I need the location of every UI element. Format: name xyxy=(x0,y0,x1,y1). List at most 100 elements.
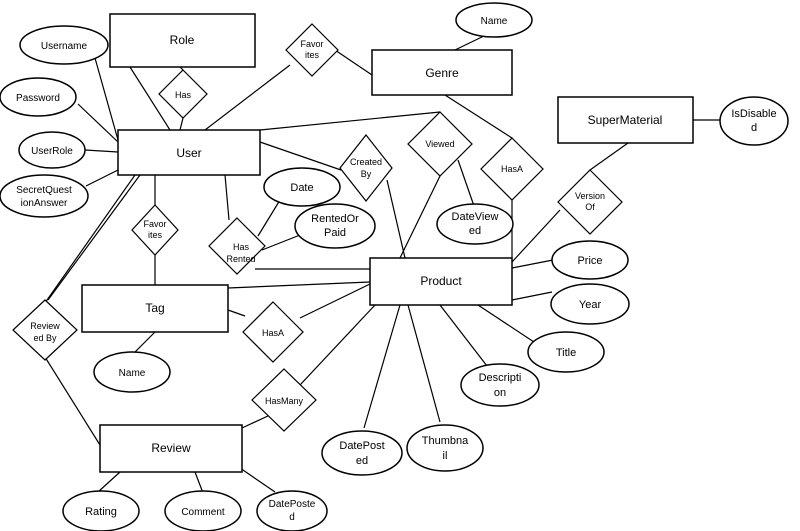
relationship-hasa-tag[interactable]: HasA xyxy=(242,301,304,363)
attribute-secretquestionanswer[interactable]: SecretQuest ionAnswer xyxy=(0,174,89,218)
line-username-user xyxy=(94,57,119,141)
attribute-name-tag[interactable]: Name xyxy=(93,351,171,393)
rel-viewed-label: Viewed xyxy=(425,139,454,149)
line-user-createdby xyxy=(259,141,342,171)
attr-rentedorpaid-line2: Paid xyxy=(324,227,346,239)
line-product-dateposted xyxy=(363,304,401,429)
attribute-price[interactable]: Price xyxy=(551,240,629,280)
relationship-favorites-genre[interactable]: Favor ites xyxy=(285,23,339,77)
line-review-rating xyxy=(97,471,121,493)
attribute-dateviewed[interactable]: DateView ed xyxy=(436,203,514,245)
entity-user[interactable]: User xyxy=(117,129,261,176)
relationship-createdby[interactable]: Created By xyxy=(339,134,393,202)
relationship-reviewedby[interactable]: Review ed By xyxy=(12,299,78,361)
attribute-thumbnail[interactable]: Thumbna il xyxy=(406,424,484,472)
attr-description-line1: Descripti xyxy=(479,372,522,384)
relationship-hasa-genre[interactable]: HasA xyxy=(480,137,544,201)
attribute-rating[interactable]: Rating xyxy=(62,490,140,531)
rel-hasrented-line1: Has xyxy=(233,242,250,252)
relationship-has[interactable]: Has xyxy=(158,69,208,119)
line-viewed-dateviewed xyxy=(457,159,475,207)
relationship-versionof[interactable]: Version Of xyxy=(557,169,623,235)
attr-year-label: Year xyxy=(579,299,602,311)
entity-role[interactable]: Role xyxy=(109,13,256,68)
relationship-favorites-tag[interactable]: Favor ites xyxy=(131,204,179,256)
attr-userrole-label: UserRole xyxy=(31,146,73,157)
line-supermaterial-versionof xyxy=(589,142,629,171)
entity-product[interactable]: Product xyxy=(369,257,513,306)
line-hasrented-rentedorpaid xyxy=(261,234,301,251)
attr-description-line2: on xyxy=(494,387,506,399)
rel-favorites-genre-line2: ites xyxy=(305,50,320,60)
attr-isdisabled-line2: d xyxy=(751,122,757,134)
rel-favorites-tag-line1: Favor xyxy=(143,219,166,229)
entity-review[interactable]: Review xyxy=(99,424,243,473)
entity-tag[interactable]: Tag xyxy=(81,284,229,333)
line-hasrented-date xyxy=(257,199,281,237)
rel-createdby-line1: Created xyxy=(350,157,382,167)
entity-supermaterial[interactable]: SuperMaterial xyxy=(557,96,694,144)
relationship-hasrented[interactable]: Has Rented xyxy=(208,217,266,275)
attribute-comment[interactable]: Comment xyxy=(164,490,242,531)
attribute-dateposted-review[interactable]: DatePoste d xyxy=(256,490,328,531)
rel-favorites-genre-line1: Favor xyxy=(300,39,323,49)
line-password-user xyxy=(77,103,119,143)
attr-secretq-line2: ionAnswer xyxy=(21,198,68,209)
line-hasmany-review xyxy=(241,414,271,429)
attr-title-label: Title xyxy=(556,347,576,359)
attribute-description[interactable]: Descripti on xyxy=(460,363,540,407)
attribute-date[interactable]: Date xyxy=(263,167,341,207)
attr-dateposted-review-line1: DatePoste xyxy=(269,499,316,510)
entity-supermaterial-label: SuperMaterial xyxy=(588,113,663,127)
attribute-isdisabled[interactable]: IsDisable d xyxy=(719,96,789,146)
attr-thumbnail-line1: Thumbna xyxy=(422,435,469,447)
line-genre-hasa xyxy=(444,94,513,139)
attribute-name-genre[interactable]: Name xyxy=(455,2,533,38)
line-product-description xyxy=(439,304,488,367)
relationship-viewed[interactable]: Viewed xyxy=(407,111,473,177)
attribute-userrole[interactable]: UserRole xyxy=(18,131,86,169)
attribute-year[interactable]: Year xyxy=(550,283,630,325)
rel-hasrented-line2: Rented xyxy=(226,254,255,264)
attr-dateviewed-line2: ed xyxy=(469,225,481,237)
attr-username-label: Username xyxy=(41,41,88,52)
line-tag-name xyxy=(134,331,156,353)
attribute-password[interactable]: Password xyxy=(0,77,77,117)
attribute-rentedorpaid[interactable]: RentedOr Paid xyxy=(294,203,376,249)
line-favorites-user xyxy=(204,64,291,131)
line-product-thumbnail xyxy=(407,304,441,423)
line-name-genre xyxy=(454,34,487,51)
entity-genre[interactable]: Genre xyxy=(371,49,513,96)
entity-genre-label: Genre xyxy=(425,66,459,80)
attribute-dateposted-product[interactable]: DatePost ed xyxy=(321,430,403,476)
line-favorites-genre xyxy=(334,49,373,76)
attr-name-genre-label: Name xyxy=(481,16,508,27)
rel-versionof-line2: Of xyxy=(585,202,595,212)
attr-rating-label: Rating xyxy=(85,506,117,518)
attr-dateposted-review-line2: d xyxy=(289,512,295,523)
attr-isdisabled-line1: IsDisable xyxy=(731,108,776,120)
attribute-title[interactable]: Title xyxy=(527,331,605,373)
line-user-reviewedby xyxy=(47,174,141,301)
line-secretq-user xyxy=(85,169,119,187)
attr-thumbnail-line2: il xyxy=(443,450,448,462)
line-tag-product xyxy=(227,281,371,289)
attr-secretq-line1: SecretQuest xyxy=(16,185,72,196)
line-product-year xyxy=(511,291,553,301)
entity-product-label: Product xyxy=(420,274,462,288)
rel-hasa-tag-label: HasA xyxy=(262,328,284,338)
entity-role-label: Role xyxy=(170,33,195,47)
attr-rentedorpaid-line1: RentedOr xyxy=(311,213,359,225)
line-reviewedby-review xyxy=(44,356,101,446)
rel-favorites-tag-line2: ites xyxy=(148,230,163,240)
line-product-title xyxy=(477,304,541,347)
attribute-username[interactable]: Username xyxy=(19,25,109,65)
line-user-viewed-top xyxy=(259,111,441,131)
attr-password-label: Password xyxy=(16,93,60,104)
line-role-user xyxy=(129,66,171,131)
line-versionof-product xyxy=(511,209,561,263)
entity-user-label: User xyxy=(176,146,201,160)
rel-has-label: Has xyxy=(175,90,192,100)
relationship-hasmany[interactable]: HasMany xyxy=(251,368,317,432)
